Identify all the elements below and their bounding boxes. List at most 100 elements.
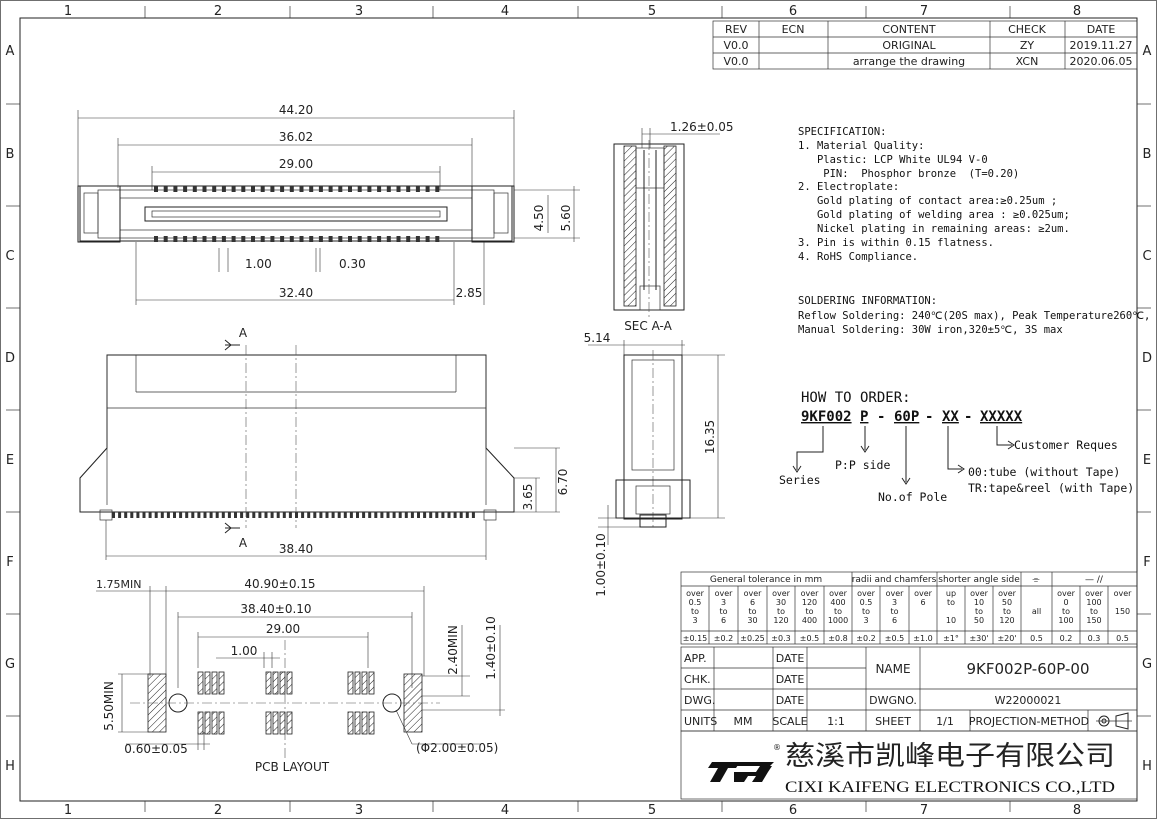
- tolerance-range-text: 1000: [828, 616, 848, 625]
- section-mark-bottom: A: [239, 536, 248, 550]
- svg-text:-: -: [877, 409, 885, 425]
- tolerance-value: ±0.2: [714, 634, 733, 643]
- tolerance-range-text: 50: [974, 616, 984, 625]
- tolerance-range-text: over: [1114, 589, 1133, 598]
- svg-text:3: 3: [355, 4, 363, 19]
- tolerance-table: over0.5to3±0.15over3to6±0.2over6to30±0.2…: [680, 571, 1138, 645]
- section-label: SEC A-A: [624, 319, 672, 333]
- dim-front-h1: 3.65: [521, 484, 535, 511]
- projection-symbol-icon: [1096, 712, 1132, 730]
- tolerance-range-text: 120: [773, 616, 788, 625]
- tolerance-range-text: 6: [721, 616, 726, 625]
- tolerance-range-text: to: [1090, 607, 1098, 616]
- tolerance-range-text: 0.5: [689, 598, 702, 607]
- svg-text:DATE: DATE: [1087, 23, 1116, 36]
- svg-text:-: -: [964, 409, 972, 425]
- tolerance-range-text: 150: [1086, 616, 1101, 625]
- svg-text:MM: MM: [734, 715, 753, 728]
- dim-pcb-hole-height: 5.50MIN: [102, 681, 116, 731]
- svg-text:Plastic: LCP White UL94 V-0: Plastic: LCP White UL94 V-0: [798, 154, 988, 166]
- svg-text:NAME: NAME: [875, 662, 910, 676]
- tolerance-value: ±30': [969, 634, 988, 643]
- inner-border: [19, 17, 1138, 802]
- svg-text:No.of Pole: No.of Pole: [878, 490, 947, 504]
- tolerance-range-text: 150: [1115, 607, 1130, 616]
- tolerance-range-text: 3: [863, 616, 868, 625]
- tolerance-range-text: 0: [1063, 598, 1068, 607]
- order-title: HOW TO ORDER:: [801, 390, 911, 406]
- order-code-customer: XXXXX: [980, 409, 1023, 425]
- rev-cell: V0.0: [723, 39, 748, 52]
- tolerance-range-text: 10: [974, 598, 984, 607]
- tolerance-range-text: 3: [892, 598, 897, 607]
- dim-end-offset: 2.85: [456, 286, 483, 300]
- tolerance-range-text: 30: [776, 598, 786, 607]
- dim-pitch: 1.00: [245, 257, 272, 271]
- svg-text:C: C: [1142, 249, 1151, 264]
- pcb-layout-title: PCB LAYOUT: [255, 760, 330, 774]
- svg-text:-: -: [925, 409, 933, 425]
- tolerance-range-text: 100: [1058, 616, 1073, 625]
- tolerance-range-text: over: [1057, 589, 1076, 598]
- svg-text:Gold plating of welding area :: Gold plating of welding area : ≥0.025um;: [798, 209, 1070, 221]
- soldering-block: SOLDERING INFORMATION: Reflow Soldering:…: [798, 295, 1150, 336]
- order-code-side: P: [860, 409, 868, 425]
- title-block: APP. CHK. DWG. UNITS MM DATE DATE DATE S…: [680, 646, 1138, 732]
- dim-pcb-pitch: 1.00: [231, 644, 258, 658]
- svg-text:APP.: APP.: [684, 652, 707, 665]
- tolerance-value: ±1°: [943, 634, 959, 643]
- tolerance-range-text: to: [805, 607, 813, 616]
- top-view-pins: [154, 186, 440, 242]
- svg-text:1: 1: [64, 4, 72, 19]
- order-code-series: 9KF002: [801, 409, 852, 425]
- tolerance-value: 0.5: [1116, 634, 1129, 643]
- section-aa-view: 1.26±0.05 SEC A-A: [613, 120, 734, 333]
- tolerance-value: 0.2: [1060, 634, 1073, 643]
- svg-text:3: 3: [355, 803, 363, 818]
- tolerance-value: ±0.3: [771, 634, 790, 643]
- dim-pcb-min-edge: 1.75MIN: [96, 578, 141, 591]
- dim-pcb-pad-span: 29.00: [266, 622, 300, 636]
- dim-side-standoff: 1.00±0.10: [594, 533, 608, 597]
- svg-text:PIN: Phosphor bronze (T=0.20: PIN: Phosphor bronze (T=0.20): [798, 168, 1019, 180]
- svg-text:6: 6: [789, 803, 797, 818]
- svg-text:B: B: [1143, 147, 1152, 162]
- svg-text:shorter angle side: shorter angle side: [938, 575, 1020, 585]
- tolerance-range-text: 50: [1002, 598, 1012, 607]
- tolerance-range-text: 400: [830, 598, 845, 607]
- specification-block: SPECIFICATION: 1. Material Quality: Plas…: [798, 126, 1070, 263]
- dim-side-height: 16.35: [703, 420, 717, 454]
- svg-text:8: 8: [1073, 4, 1081, 19]
- tolerance-value: 0.3: [1088, 634, 1101, 643]
- dim-pcb-hole-span: 38.40±0.10: [240, 602, 311, 616]
- svg-text:CONTENT: CONTENT: [882, 23, 935, 36]
- tolerance-range-text: to: [890, 607, 898, 616]
- drawing-number: W22000021: [995, 694, 1062, 707]
- svg-text:2: 2: [214, 4, 222, 19]
- dim-pcb-pad-length: 2.40MIN: [446, 625, 460, 675]
- company-name-en: CIXI KAIFENG ELECTRONICS CO.,LTD: [785, 779, 1115, 796]
- svg-text:5: 5: [648, 4, 656, 19]
- pcb-pads: [197, 671, 375, 735]
- svg-text:DATE: DATE: [776, 652, 805, 665]
- tolerance-range-text: over: [829, 589, 848, 598]
- dim-pcb-overall: 40.90±0.15: [244, 577, 315, 591]
- svg-text:Nickel plating in remaining ar: Nickel plating in remaining areas: ≥2um.: [798, 223, 1070, 235]
- svg-text:SOLDERING INFORMATION:: SOLDERING INFORMATION:: [798, 295, 937, 307]
- tolerance-range-text: over: [801, 589, 820, 598]
- dim-overall-length: 44.20: [279, 103, 313, 117]
- svg-text:REV: REV: [725, 23, 748, 36]
- svg-text:6: 6: [789, 4, 797, 19]
- tolerance-range-text: to: [975, 607, 983, 616]
- tolerance-range-text: over: [886, 589, 905, 598]
- tolerance-range-text: 3: [692, 616, 697, 625]
- svg-text:ECN: ECN: [782, 23, 805, 36]
- dim-front-h2: 6.70: [556, 469, 570, 496]
- svg-text:2: 2: [214, 803, 222, 818]
- svg-text:⌯: ⌯: [1032, 575, 1040, 585]
- svg-text:A: A: [6, 44, 15, 59]
- company-block: ® 慈溪市凯峰电子有限公司 CIXI KAIFENG ELECTRONICS C…: [680, 730, 1138, 800]
- dim-pcb-pad-width: 0.60±0.05: [124, 742, 188, 756]
- svg-text:3. Pin is within 0.15 flatness: 3. Pin is within 0.15 flatness.: [798, 237, 994, 249]
